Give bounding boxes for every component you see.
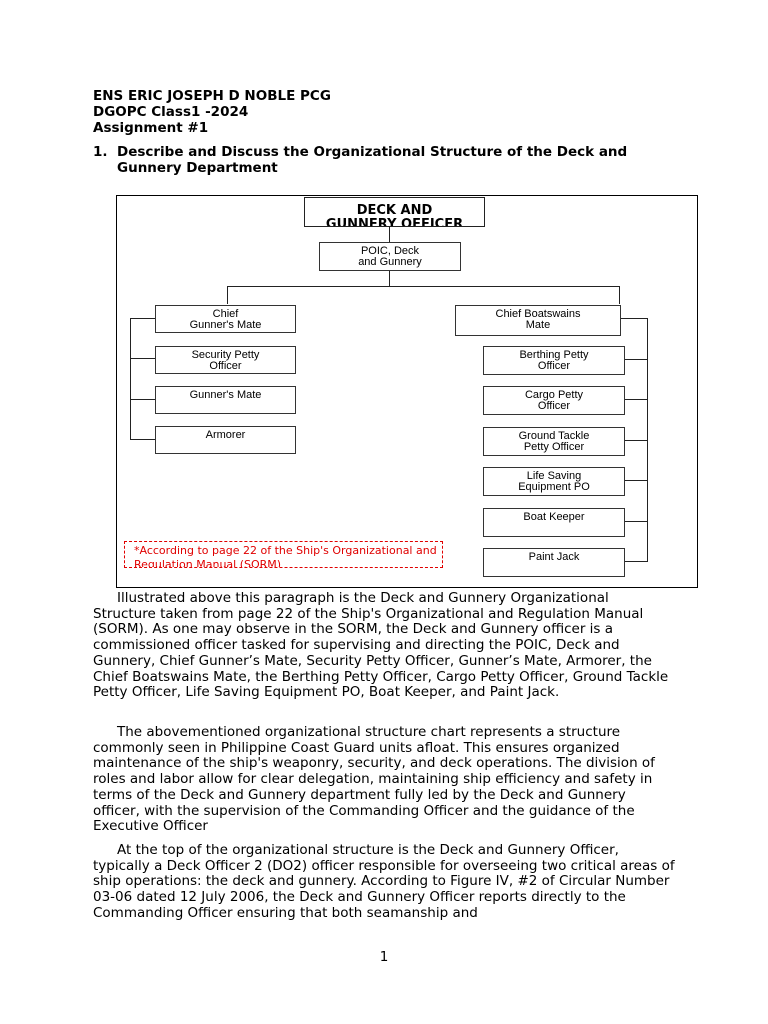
connector-line	[130, 318, 131, 440]
connector-line	[647, 318, 648, 561]
connector-line	[227, 286, 228, 304]
chief-boatswains-mate-box: Chief Boatswains Mate	[455, 305, 621, 336]
author-line: ENS ERIC JOSEPH D NOBLE PCG	[93, 88, 331, 104]
connector-line	[389, 225, 390, 242]
connector-line	[625, 440, 648, 441]
connector-line	[389, 270, 390, 286]
chief-gunners-mate-box: Chief Gunner's Mate	[155, 305, 296, 333]
sorm-source-note: *According to page 22 of the Ship's Orga…	[124, 541, 443, 568]
connector-line	[621, 318, 648, 319]
deck-and-gunnery-officer-box: DECK AND GUNNERY OFFICER	[304, 197, 485, 227]
connector-line	[625, 480, 648, 481]
armorer-box: Armorer	[155, 426, 296, 454]
connector-line	[227, 286, 619, 287]
gunners-mate-box: Gunner's Mate	[155, 386, 296, 414]
security-petty-officer-box: Security Petty Officer	[155, 346, 296, 374]
ground-tackle-petty-officer-box: Ground Tackle Petty Officer	[483, 427, 625, 456]
connector-line	[130, 399, 155, 400]
paragraph-1: Illustrated above this paragraph is the …	[93, 590, 669, 701]
org-chart: DECK AND GUNNERY OFFICER POIC, Deck and …	[116, 195, 698, 588]
cargo-petty-officer-box: Cargo Petty Officer	[483, 386, 625, 415]
paragraph-2: The abovementioned organizational struct…	[93, 724, 655, 835]
question-text: Describe and Discuss the Organizational …	[117, 144, 628, 176]
connector-line	[130, 358, 155, 359]
connector-line	[619, 286, 620, 304]
connector-line	[625, 561, 648, 562]
paragraph-3: At the top of the organizational structu…	[93, 842, 675, 921]
page-number: 1	[379, 949, 389, 965]
connector-line	[625, 521, 648, 522]
connector-line	[130, 439, 155, 440]
connector-line	[625, 399, 648, 400]
connector-line	[130, 318, 155, 319]
question-number: 1.	[93, 144, 108, 160]
connector-line	[625, 359, 648, 360]
assignment-line: Assignment #1	[93, 120, 209, 136]
class-line: DGOPC Class1 -2024	[93, 104, 249, 120]
poic-box: POIC, Deck and Gunnery	[319, 242, 461, 271]
berthing-petty-officer-box: Berthing Petty Officer	[483, 346, 625, 375]
life-saving-equipment-po-box: Life Saving Equipment PO	[483, 467, 625, 496]
boat-keeper-box: Boat Keeper	[483, 508, 625, 537]
paint-jack-box: Paint Jack	[483, 548, 625, 577]
